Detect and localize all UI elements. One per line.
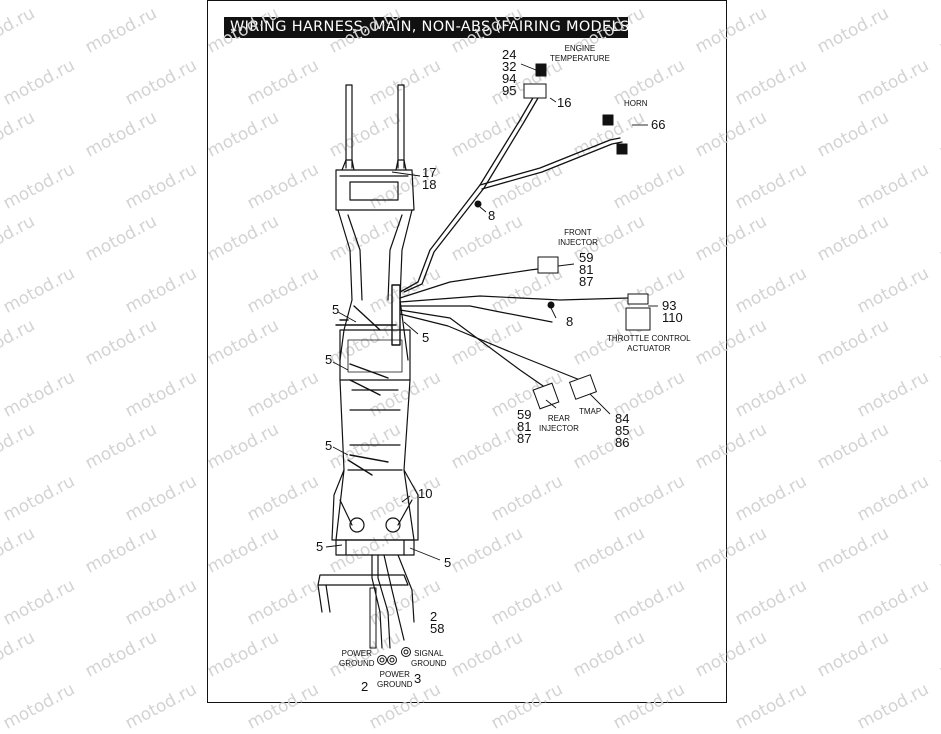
rear-injector-label: REAR INJECTOR	[539, 414, 579, 433]
diagram-title: WIRING HARNESS, MAIN, NON-ABS (FAIRING M…	[224, 17, 635, 38]
tca-connector-head	[627, 293, 649, 305]
callout-8-upper: 8	[488, 208, 496, 223]
throttle-control-actuator-label: THROTTLE CONTROL ACTUATOR	[607, 334, 691, 353]
callout-16: 16	[557, 95, 572, 110]
signal-ground-label: SIGNAL GROUND	[411, 649, 447, 668]
callout-2-bottom: 2	[361, 679, 369, 694]
callout-17-18: 17 18	[422, 165, 437, 192]
diagram-frame	[207, 0, 727, 703]
power-ground-mid-label: POWER GROUND	[377, 670, 413, 689]
callout-5-upper-right: 5	[422, 330, 430, 345]
callout-10: 10	[418, 486, 433, 501]
callout-5-bottom-left: 5	[316, 539, 324, 554]
harness-upper-branches	[399, 95, 623, 293]
callout-2-58: 2 58	[430, 609, 445, 636]
callout-5-bottom-right: 5	[444, 555, 452, 570]
engine-temperature-label: ENGINE TEMPERATURE	[550, 44, 610, 63]
front-injector-numbers: 59 81 87	[579, 250, 594, 289]
clip-8-lower	[547, 301, 555, 309]
bottom-leads	[371, 554, 415, 649]
horn-connector-lower	[616, 143, 628, 155]
horn-label: HORN	[624, 99, 648, 108]
front-injector-label: FRONT INJECTOR	[558, 228, 598, 247]
rear-injector-connector	[532, 382, 560, 410]
engine-temperature-sensor-connector	[535, 63, 547, 77]
callout-5-upper-left: 5	[332, 302, 340, 317]
tmap-numbers: 84 85 86	[615, 411, 630, 450]
harness-trunk	[335, 284, 401, 476]
power-ground-left-label: POWER GROUND	[339, 649, 375, 668]
clip-8-upper	[474, 200, 482, 208]
harness-right-branches	[399, 267, 629, 389]
tmap-connector	[568, 374, 598, 400]
engine-temperature-sensor-body	[523, 83, 547, 99]
callout-5-lower: 5	[325, 438, 333, 453]
ground-terminals	[377, 647, 411, 665]
corrugated-sleeve	[369, 587, 377, 649]
throttle-control-actuator-numbers: 93 110	[662, 298, 683, 325]
frame-backbone	[317, 84, 419, 613]
callout-8-lower: 8	[566, 314, 574, 329]
callout-66: 66	[651, 117, 666, 132]
callout-3-bottom: 3	[414, 671, 422, 686]
front-injector-connector	[537, 256, 559, 274]
horn-connector-upper	[602, 114, 614, 126]
callout-5-mid: 5	[325, 352, 333, 367]
wiring-harness-diagram	[317, 63, 658, 665]
throttle-control-actuator-connector	[625, 307, 651, 331]
engine-temp-callout-numbers: 24 32 94 95	[502, 47, 517, 98]
rear-injector-numbers: 59 81 87	[517, 407, 532, 446]
tmap-label: TMAP	[579, 407, 602, 416]
